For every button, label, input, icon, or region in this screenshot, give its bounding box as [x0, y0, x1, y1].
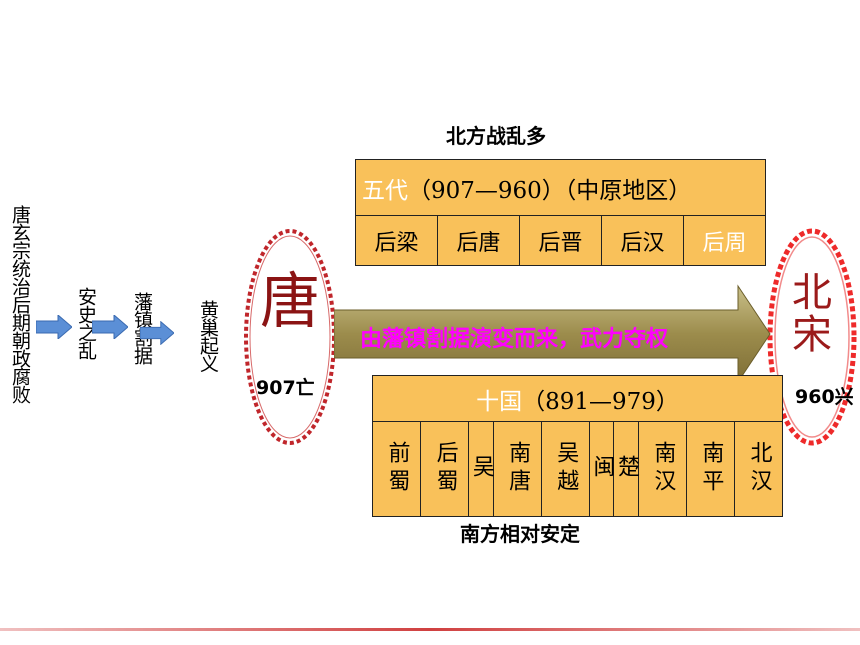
- song-circle: [767, 228, 857, 446]
- kingdom-cell: 吴: [468, 421, 494, 517]
- ten-kingdoms-label: 十国: [476, 388, 523, 415]
- kingdom-cell: 前蜀: [371, 421, 422, 517]
- song-chars: 北宋: [792, 270, 832, 358]
- arrow-right-icon: [140, 321, 174, 345]
- cause-2: 安史之乱: [75, 287, 97, 359]
- kingdom-cell: 楚: [613, 421, 639, 517]
- arrow-right-icon: [92, 315, 128, 339]
- bottom-divider: [0, 628, 860, 631]
- south-heading: 南方相对安定: [460, 522, 580, 546]
- kingdom-cell: 南汉: [637, 421, 687, 517]
- five-dynasties-range: （907—960）（中原地区）: [408, 177, 692, 204]
- dynasty-cell: 后晋: [519, 215, 602, 266]
- kingdom-cell: 南平: [685, 421, 735, 517]
- five-dynasties-label: 五代: [362, 177, 408, 204]
- kingdom-cell: 南唐: [492, 421, 542, 517]
- five-dynasties-table: 五代（907—960）（中原地区） 后梁 后唐 后晋 后汉 后周: [355, 159, 766, 266]
- kingdom-cell: 后蜀: [420, 421, 470, 517]
- tang-date: 907亡: [256, 377, 315, 399]
- song-date: 960兴: [795, 386, 854, 408]
- dynasty-cell: 后周: [683, 215, 766, 266]
- arrow-right-icon: [36, 315, 72, 339]
- dynasty-cell: 后汉: [601, 215, 684, 266]
- tang-char: 唐: [260, 267, 320, 337]
- cause-4: 黄巢起义: [197, 300, 219, 372]
- cause-1: 唐玄宗统治后期朝政腐败: [9, 205, 31, 403]
- dynasty-cell: 后唐: [437, 215, 520, 266]
- tang-circle: [244, 229, 336, 445]
- arrow-caption: 由藩镇割据演变而来，武力夺权: [360, 327, 669, 352]
- dynasty-cell: 后梁: [355, 215, 438, 266]
- transition-arrow: [334, 284, 771, 384]
- kingdom-cell: 闽: [588, 421, 615, 517]
- ten-kingdoms-table: 十国（891—979） 前蜀 后蜀 吴 南唐 吴越 闽 楚 南汉 南平 北汉: [371, 375, 784, 517]
- kingdom-cell: 吴越: [540, 421, 590, 517]
- kingdom-cell: 北汉: [733, 421, 784, 517]
- north-heading: 北方战乱多: [446, 124, 546, 148]
- ten-kingdoms-range: （891—979）: [522, 388, 679, 415]
